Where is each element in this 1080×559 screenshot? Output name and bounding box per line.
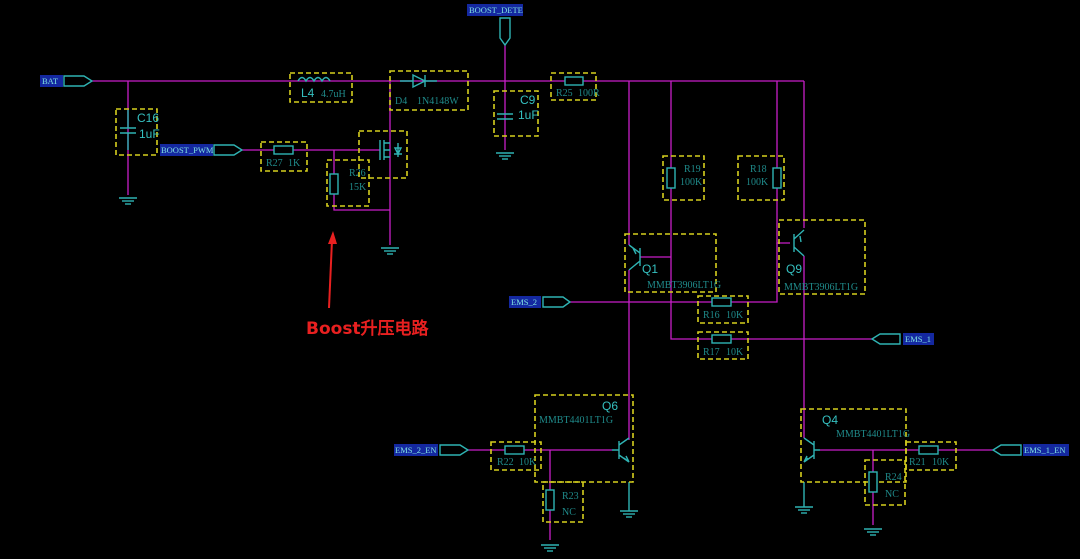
ref-label: R27 bbox=[266, 158, 283, 169]
capacitor-c16[interactable]: C16 1uF bbox=[115, 108, 160, 156]
arrow-up-icon bbox=[328, 239, 333, 309]
ref-label: R17 bbox=[703, 347, 720, 358]
ref-label: Q6 bbox=[602, 399, 618, 413]
ref-label: Q9 bbox=[786, 262, 802, 276]
value-label: 1uF bbox=[518, 108, 539, 122]
ref-label: R22 bbox=[497, 457, 514, 468]
port-ems-2[interactable]: EMS_2 bbox=[509, 296, 572, 308]
port-ems-1[interactable]: EMS_1 bbox=[870, 333, 934, 345]
value-label: 10K bbox=[932, 457, 950, 468]
value-label: 100R bbox=[578, 88, 600, 99]
transistor-q9[interactable]: Q9 MMBT3906LT1G bbox=[778, 219, 866, 295]
mosfet-icon[interactable] bbox=[358, 130, 408, 179]
value-label: 15K bbox=[349, 182, 367, 193]
port-label: BAT bbox=[42, 76, 59, 86]
capacitor-c9[interactable]: C9 1uF bbox=[493, 90, 539, 137]
value-label: MMBT3906LT1G bbox=[784, 282, 858, 293]
port-label: BOOST_PWM bbox=[161, 145, 214, 155]
resistor-r26[interactable]: R26 15K bbox=[326, 159, 370, 207]
resistor-r16[interactable]: R16 10K bbox=[697, 295, 749, 324]
port-ems-1-en[interactable]: EMS_1_EN bbox=[991, 444, 1069, 456]
ref-label: R25 bbox=[556, 88, 573, 99]
ref-label: C16 bbox=[137, 111, 159, 125]
resistor-r19[interactable]: R19 100K bbox=[662, 155, 705, 201]
resistor-r24[interactable]: R24 NC bbox=[864, 459, 906, 506]
resistor-r27[interactable]: R27 1K bbox=[260, 141, 308, 172]
resistor-r17[interactable]: R17 10K bbox=[697, 331, 749, 360]
port-boost-pwm[interactable]: BOOST_PWM bbox=[160, 144, 244, 156]
value-label: 1K bbox=[288, 158, 301, 169]
value-label: 10K bbox=[726, 347, 744, 358]
resistor-r18[interactable]: R18 100K bbox=[737, 155, 785, 201]
port-label: EMS_2 bbox=[511, 297, 537, 307]
boost-annotation: Boost升压电路 bbox=[306, 231, 430, 339]
ref-label: D4 bbox=[395, 96, 407, 107]
port-ems-2-en[interactable]: EMS_2_EN bbox=[394, 444, 470, 456]
annotation-text: Boost升压电路 bbox=[306, 318, 430, 339]
transistor-q6[interactable]: Q6 MMBT4401LT1G bbox=[534, 394, 634, 483]
value-label: NC bbox=[562, 507, 576, 518]
ref-label: R21 bbox=[909, 457, 926, 468]
inductor-l4[interactable]: L4 4.7uH bbox=[289, 72, 353, 103]
ref-label: L4 bbox=[301, 86, 315, 100]
value-label: 100K bbox=[746, 177, 769, 188]
ref-label: R23 bbox=[562, 491, 579, 502]
port-label: BOOST_DETE bbox=[469, 5, 523, 15]
ref-label: R26 bbox=[349, 168, 366, 179]
ref-label: Q4 bbox=[822, 413, 838, 427]
resistor-r22[interactable]: R22 10K bbox=[490, 441, 542, 471]
ref-label: C9 bbox=[520, 93, 536, 107]
diode-d4[interactable]: D4 1N4148W bbox=[389, 70, 469, 111]
ref-label: Q1 bbox=[642, 262, 658, 276]
value-label: 10K bbox=[726, 310, 744, 321]
value-label: MMBT4401LT1G bbox=[836, 429, 910, 440]
ref-label: R18 bbox=[750, 164, 767, 175]
resistor-r25[interactable]: R25 100R bbox=[550, 72, 600, 101]
value-label: 1uF bbox=[139, 127, 160, 141]
port-label: EMS_1_EN bbox=[1024, 445, 1066, 455]
value-label: MMBT4401LT1G bbox=[539, 415, 613, 426]
value-label: 100K bbox=[680, 177, 703, 188]
port-label: EMS_1 bbox=[905, 334, 931, 344]
ref-label: R24 bbox=[885, 472, 902, 483]
ground-icon bbox=[118, 152, 883, 552]
resistor-r23[interactable]: R23 NC bbox=[542, 481, 584, 523]
port-bat[interactable]: BAT bbox=[40, 75, 94, 87]
value-label: 4.7uH bbox=[321, 89, 346, 100]
port-label: EMS_2_EN bbox=[395, 445, 437, 455]
port-boost-dete[interactable]: BOOST_DETE bbox=[467, 4, 523, 47]
ref-label: R16 bbox=[703, 310, 720, 321]
ref-label: R19 bbox=[684, 164, 701, 175]
transistor-q4[interactable]: Q4 MMBT4401LT1G bbox=[800, 408, 910, 483]
value-label: 1N4148W bbox=[417, 96, 459, 107]
transistor-q1[interactable]: Q1 MMBT3906LT1G bbox=[624, 233, 721, 293]
value-label: MMBT3906LT1G bbox=[647, 280, 721, 291]
resistor-r21[interactable]: R21 10K bbox=[905, 441, 957, 471]
value-label: NC bbox=[885, 489, 899, 500]
value-label: 10K bbox=[519, 457, 537, 468]
